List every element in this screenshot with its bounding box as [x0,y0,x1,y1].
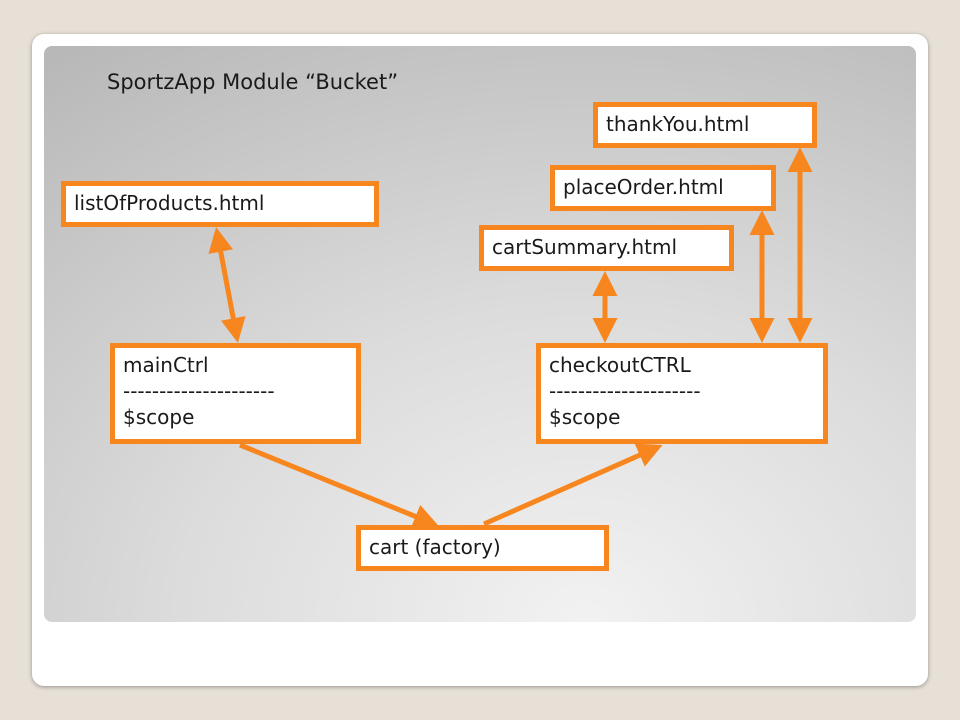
node-cart-factory-label: cart (factory) [369,535,501,559]
node-checkout-ctrl: checkoutCTRL --------------------- $scop… [536,343,828,444]
node-place-order-label: placeOrder.html [563,175,724,199]
node-cart-factory: cart (factory) [356,525,609,571]
arrow-list-to-mainctrl [208,227,246,343]
node-cart-summary-label: cartSummary.html [492,235,678,259]
node-thank-you: thankYou.html [593,102,817,148]
arrow-mainctrl-to-cart [239,442,439,529]
checkout-ctrl-name: checkoutCTRL [549,353,691,377]
node-list-of-products: listOfProducts.html [61,181,379,227]
node-list-of-products-label: listOfProducts.html [74,191,265,215]
diagram-title: SportzApp Module “Bucket” [107,70,399,94]
checkout-ctrl-divider: --------------------- [549,379,701,403]
node-thank-you-label: thankYou.html [606,112,750,136]
main-ctrl-divider: --------------------- [123,379,275,403]
main-ctrl-name: mainCtrl [123,353,209,377]
node-main-ctrl: mainCtrl --------------------- $scope [110,343,361,444]
main-ctrl-scope: $scope [123,405,195,429]
checkout-ctrl-scope: $scope [549,405,621,429]
node-cart-summary: cartSummary.html [479,225,734,271]
arrow-cart-to-checkout [482,443,663,527]
node-place-order: placeOrder.html [550,165,776,211]
